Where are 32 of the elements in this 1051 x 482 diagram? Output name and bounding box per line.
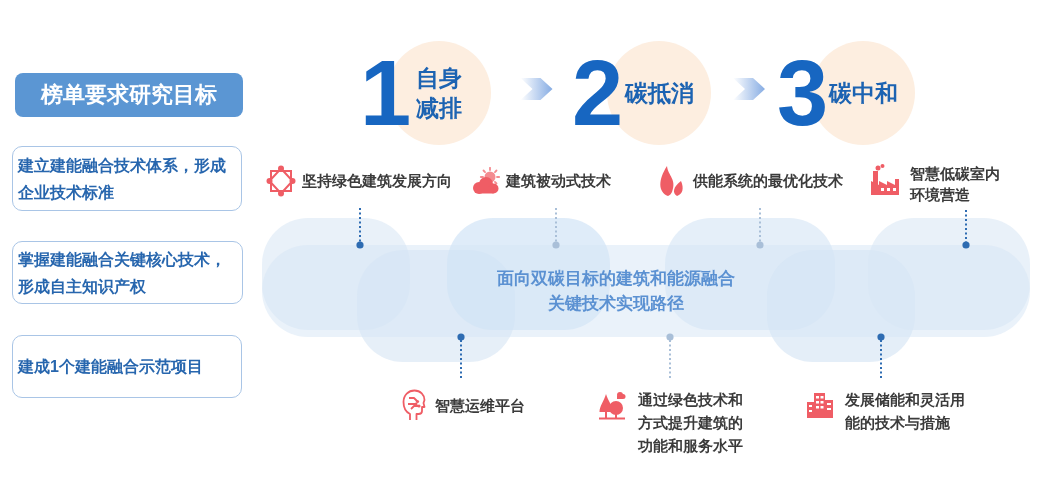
dotted-connector <box>877 333 885 379</box>
dotted-connector <box>962 209 970 249</box>
dotted-connector <box>756 207 764 249</box>
heading-banner <box>15 73 243 117</box>
step-label: 碳抵消 <box>624 79 694 108</box>
step-label: 碳中和 <box>828 79 898 108</box>
path-band <box>262 245 1030 337</box>
step-label: 自身减排 <box>415 64 463 123</box>
step-number: 1 <box>360 47 412 139</box>
dotted-connector <box>666 333 674 379</box>
heading-text: 榜单要求研究目标 <box>41 81 217 109</box>
chevron-arrow <box>520 78 553 100</box>
goal-box <box>12 335 242 398</box>
item-label: 坚持绿色建筑发展方向 <box>302 171 452 191</box>
goal-text: 建成1个建能融合示范项目 <box>18 357 204 377</box>
item-label: 智慧运维平台 <box>435 395 525 416</box>
item-label: 供能系统的最优化技术 <box>693 171 843 191</box>
item-label: 通过绿色技术和方式提升建筑的功能和服务水平 <box>638 390 744 456</box>
dotted-connector <box>552 207 560 249</box>
item-label: 智慧低碳室内环境营造 <box>910 164 1001 205</box>
dotted-connector <box>457 333 465 379</box>
goal-text: 掌握建能融合关键核心技术，形成自主知识产权 <box>18 249 227 297</box>
goal-text: 建立建能融合技术体系，形成企业技术标准 <box>18 155 227 203</box>
chevron-arrow <box>733 78 765 100</box>
goal-box <box>12 241 243 304</box>
item-label: 建筑被动式技术 <box>506 171 611 191</box>
band-title: 面向双碳目标的建筑和能源融合关键技术实现路径 <box>496 268 736 315</box>
dotted-connector <box>356 207 364 249</box>
goal-box <box>12 146 242 211</box>
step-number: 3 <box>777 47 829 139</box>
step-number: 2 <box>572 47 624 139</box>
item-label: 发展储能和灵活用能的技术与措施 <box>845 390 966 433</box>
